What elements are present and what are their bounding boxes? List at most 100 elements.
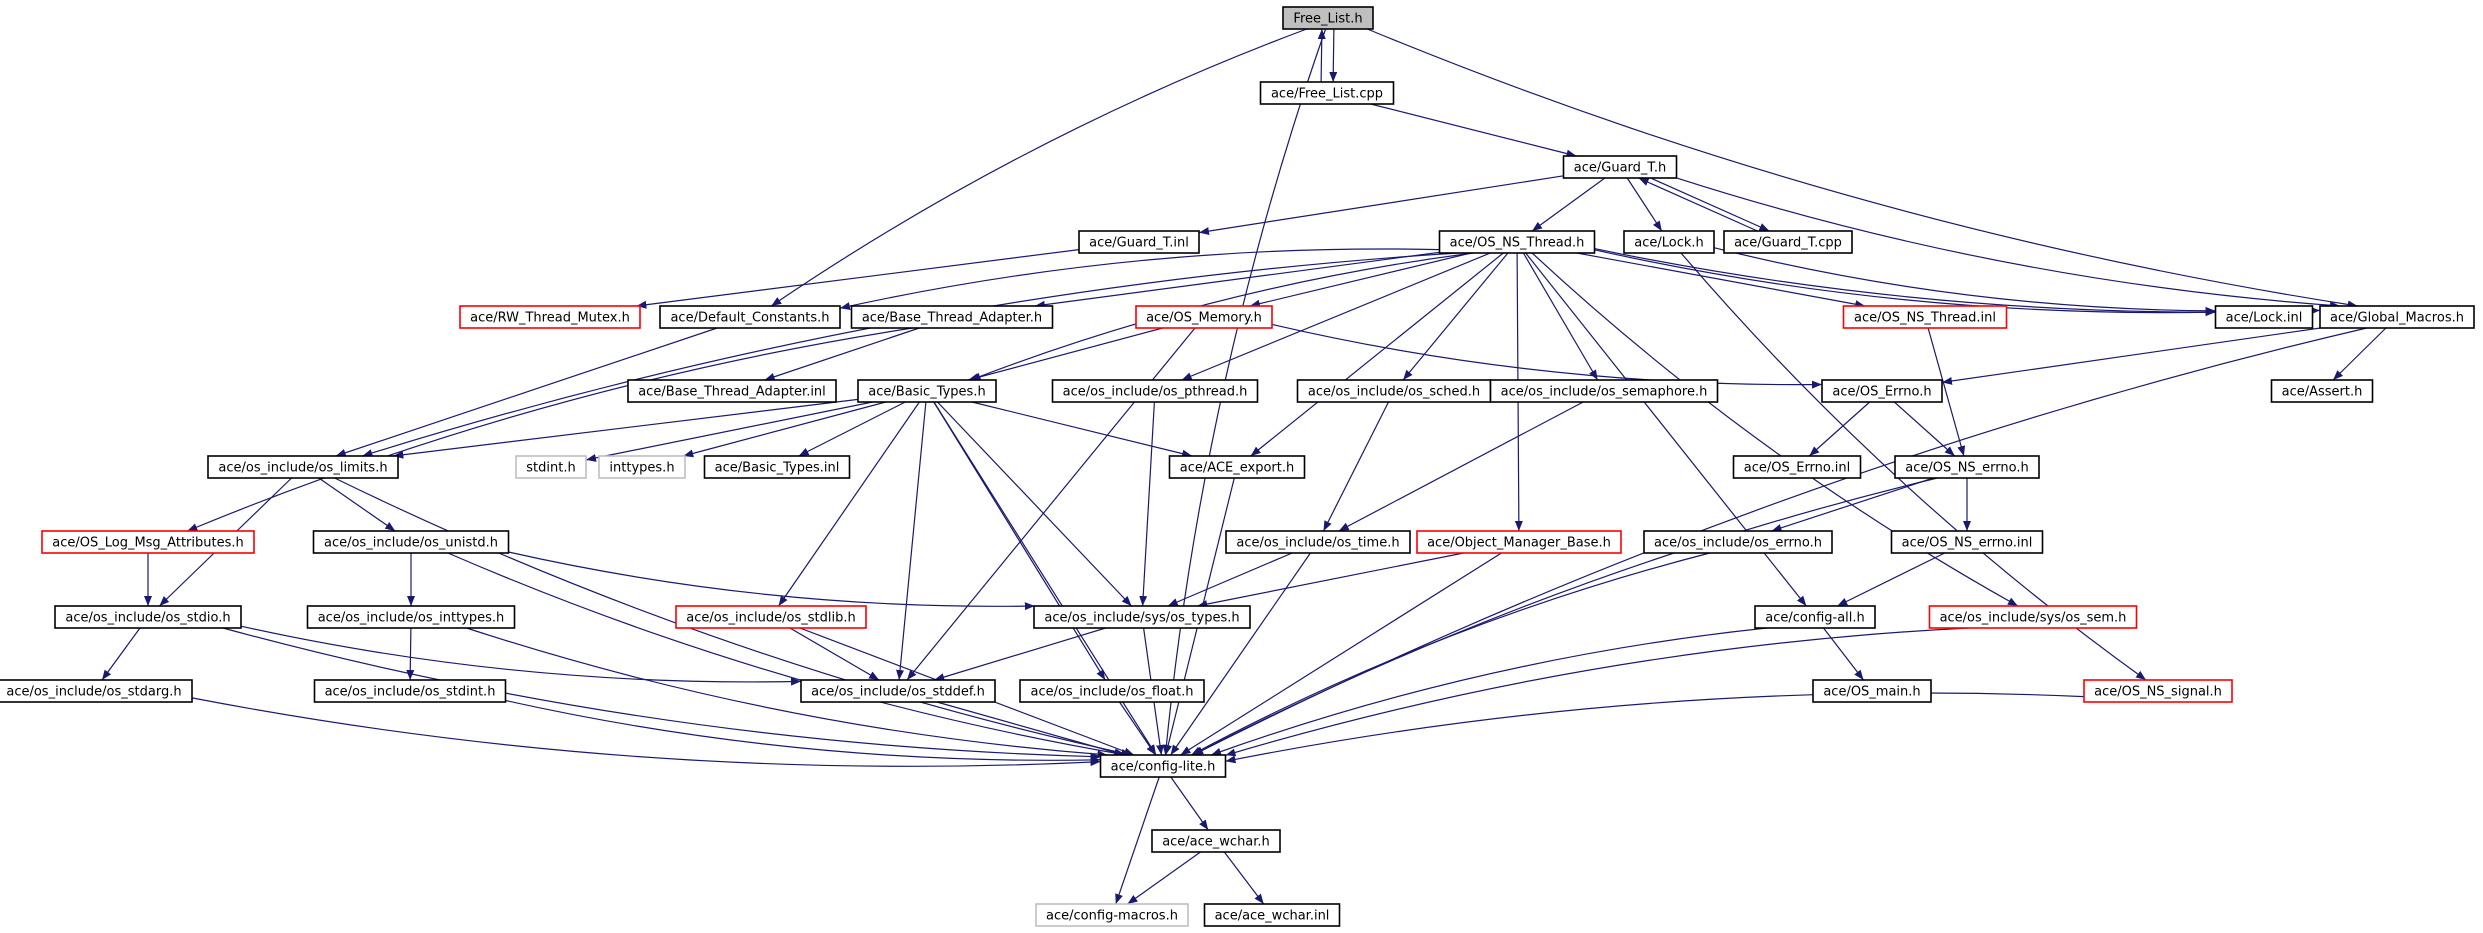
node-ace-wchar-h[interactable]: ace/ace_wchar.h [1151,829,1281,853]
node-os-stdint-h[interactable]: ace/os_include/os_stdint.h [313,679,507,703]
node-default-constants-h[interactable]: ace/Default_Constants.h [659,305,841,329]
node-os-errno-h-ace[interactable]: ace/OS_Errno.h [1821,379,1943,403]
node-os-stdlib-h[interactable]: ace/os_include/os_stdlib.h [675,605,867,629]
node-os-float-h[interactable]: ace/os_include/os_float.h [1019,679,1205,703]
node-label: ace/Base_Thread_Adapter.inl [638,385,826,400]
edge-os-float-h-to-config-lite-h [1119,701,1156,756]
node-label: ace/Guard_T.h [1574,161,1666,176]
node-os-semaphore-h[interactable]: ace/os_include/os_semaphore.h [1489,379,1719,403]
node-label: ace/os_include/os_stdlib.h [686,611,855,626]
node-label: ace/os_include/sys/os_sem.h [1940,611,2127,626]
node-os-ns-thread-inl[interactable]: ace/OS_NS_Thread.inl [1842,305,2008,329]
node-label: ace/ace_wchar.inl [1215,909,1330,924]
node-os-memory-h[interactable]: ace/OS_Memory.h [1135,305,1273,329]
node-ace-export-h[interactable]: ace/ACE_export.h [1168,455,1306,479]
edge-os-memory-h-to-basic-types-h [968,327,1163,382]
node-box [1890,530,2044,554]
node-label: ace/os_include/os_stddef.h [811,685,985,700]
edge-config-lite-h-to-ace-wchar-h [1170,776,1209,831]
node-label: ace/OS_NS_signal.h [2094,685,2222,700]
node-base-thread-adapter-inl[interactable]: ace/Base_Thread_Adapter.inl [627,379,837,403]
node-ace-wchar-inl[interactable]: ace/ace_wchar.inl [1203,903,1341,927]
node-sys-os-types-h[interactable]: ace/os_include/sys/os_types.h [1033,605,1251,629]
edge-lock-h-to-lock-inl [1713,247,2216,315]
edge-os-stdio-h-to-os-stdarg-h [101,627,141,681]
node-label: ace/OS_NS_Thread.inl [1854,311,1996,326]
edge-os-stdlib-h-to-os-stddef-h [789,627,880,681]
node-stdint-h[interactable]: stdint.h [515,455,587,479]
node-sys-os-sem-h[interactable]: ace/os_include/sys/os_sem.h [1928,605,2138,629]
node-global-macros-h[interactable]: ace/Global_Macros.h [2319,305,2475,329]
node-box [1723,230,1853,254]
node-base-thread-adapter-h[interactable]: ace/Base_Thread_Adapter.h [850,305,1054,329]
node-free-list-cpp[interactable]: ace/Free_List.cpp [1259,81,1395,105]
node-box [0,679,193,703]
node-label: ace/os_include/os_stdarg.h [6,685,181,700]
node-box [1035,903,1189,927]
node-box [1259,81,1395,105]
node-free-list-h[interactable]: Free_List.h [1282,6,1374,30]
node-box [1842,305,2008,329]
node-box [1894,455,2040,479]
node-label: ace/config-macros.h [1046,909,1178,924]
node-box [2214,305,2314,329]
node-label: ace/Default_Constants.h [670,311,829,326]
node-os-unistd-h[interactable]: ace/os_include/os_unistd.h [312,530,510,554]
edge-guard-t-h-to-lock-h [1626,177,1663,232]
node-os-sched-h[interactable]: ace/os_include/os_sched.h [1296,379,1492,403]
edge-guard-t-h-to-guard-t-inl [1198,175,1564,236]
edge-os-memory-h-to-os-stddef-h [906,327,1196,681]
node-label: ace/os_include/os_pthread.h [1063,385,1248,400]
node-guard-t-inl[interactable]: ace/Guard_T.inl [1078,230,1200,254]
node-os-stdio-h[interactable]: ace/os_include/os_stdio.h [54,605,242,629]
node-object-manager-base-h[interactable]: ace/Object_Manager_Base.h [1416,530,1622,554]
node-guard-t-cpp[interactable]: ace/Guard_T.cpp [1723,230,1853,254]
node-os-time-h[interactable]: ace/os_include/os_time.h [1225,530,1411,554]
node-inttypes-h[interactable]: inttypes.h [598,455,686,479]
node-label: ace/os_include/os_inttypes.h [318,611,505,626]
node-box [1135,305,1273,329]
node-basic-types-h[interactable]: ace/Basic_Types.h [857,379,997,403]
nodes-layer: Free_List.h ace/Free_List.cpp ace/Guard_T.… [0,6,2475,927]
node-os-ns-signal-h[interactable]: ace/OS_NS_signal.h [2083,679,2233,703]
edge-global-macros-h-to-os-errno-h-ace [1941,327,2321,385]
node-os-errno-h-inc[interactable]: ace/os_include/os_errno.h [1643,530,1833,554]
node-os-stddef-h[interactable]: ace/os_include/os_stddef.h [800,679,996,703]
node-os-pthread-h[interactable]: ace/os_include/os_pthread.h [1051,379,1259,403]
node-lock-h[interactable]: ace/Lock.h [1623,230,1715,254]
node-label: ace/OS_Errno.inl [1744,461,1850,476]
node-guard-t-h[interactable]: ace/Guard_T.h [1562,155,1678,179]
node-os-ns-errno-h[interactable]: ace/OS_NS_errno.h [1894,455,2040,479]
node-label: ace/os_include/os_sched.h [1308,385,1480,400]
edge-guard-t-h-to-guard-t-cpp [1650,177,1770,232]
node-box [1225,530,1411,554]
node-os-inttypes-h[interactable]: ace/os_include/os_inttypes.h [306,605,516,629]
node-os-limits-h[interactable]: ace/os_include/os_limits.h [207,455,399,479]
node-basic-types-inl[interactable]: ace/Basic_Types.inl [703,455,851,479]
node-lock-inl[interactable]: ace/Lock.inl [2214,305,2314,329]
node-os-errno-inl[interactable]: ace/OS_Errno.inl [1732,455,1862,479]
node-config-all-h[interactable]: ace/config-all.h [1754,605,1876,629]
node-box [1562,155,1678,179]
node-os-log-msg-attributes-h[interactable]: ace/OS_Log_Msg_Attributes.h [41,530,255,554]
node-box [41,530,255,554]
node-os-ns-errno-inl[interactable]: ace/OS_NS_errno.inl [1890,530,2044,554]
node-rw-thread-mutex-h[interactable]: ace/RW_Thread_Mutex.h [459,305,641,329]
node-box [1489,379,1719,403]
node-os-ns-thread-h[interactable]: ace/OS_NS_Thread.h [1438,230,1596,254]
node-box [659,305,841,329]
edge-os-ns-errno-h-to-config-lite-h [1192,477,1938,756]
edge-os-ns-thread-h-to-base-thread-adapter-h [1034,251,1440,309]
node-config-lite-h[interactable]: ace/config-lite.h [1099,754,1227,778]
edge-os-limits-h-to-os-unistd-h [318,477,396,532]
node-box [1754,605,1876,629]
node-box [675,605,867,629]
node-os-stdarg-h[interactable]: ace/os_include/os_stdarg.h [0,679,193,703]
node-box [1019,679,1205,703]
edge-os-ns-thread-h-to-sys-os-sem-h [1531,252,2019,607]
node-assert-h[interactable]: ace/Assert.h [2270,379,2374,403]
node-label: ace/os_include/os_stdint.h [325,685,496,700]
node-os-main-h[interactable]: ace/OS_main.h [1812,679,1932,703]
node-box [1812,679,1932,703]
node-config-macros-h[interactable]: ace/config-macros.h [1035,903,1189,927]
